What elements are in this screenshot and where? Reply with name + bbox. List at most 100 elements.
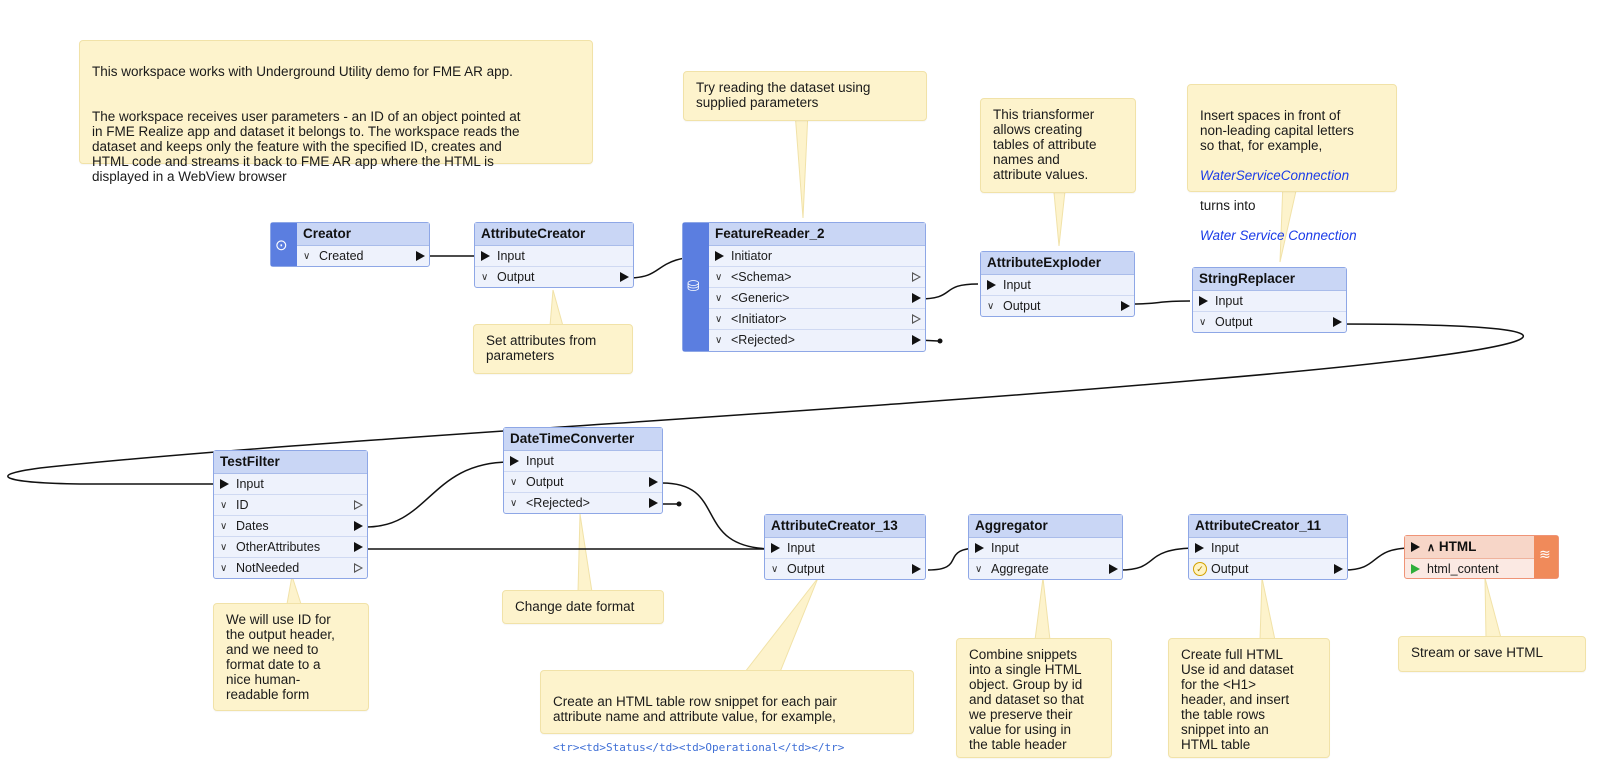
- output-port-arrow-icon[interactable]: [912, 314, 921, 324]
- html-writer-node[interactable]: ≋ ∧ HTML html_content: [1404, 535, 1559, 579]
- feature-type-row[interactable]: html_content: [1405, 559, 1534, 580]
- output-port-arrow-icon[interactable]: [1109, 564, 1118, 574]
- port-label: <Generic>: [731, 291, 790, 305]
- connection: [1127, 300, 1191, 305]
- output-port[interactable]: ∨<Rejected>: [504, 493, 662, 514]
- output-port-arrow-icon[interactable]: [912, 293, 921, 303]
- port-label: <Initiator>: [731, 312, 787, 326]
- test-filter-node[interactable]: TestFilter Input ∨ID ∨Dates ∨OtherAttrib…: [213, 450, 368, 579]
- play-icon[interactable]: [1411, 564, 1420, 574]
- output-port-arrow-icon[interactable]: [354, 521, 363, 531]
- output-port-arrow-icon[interactable]: [354, 563, 363, 573]
- chevron-down-icon: ∨: [303, 251, 311, 262]
- chevron-down-icon: ∨: [715, 293, 723, 304]
- input-port-arrow-icon[interactable]: [987, 280, 996, 290]
- output-port[interactable]: ∨Aggregate: [969, 559, 1122, 580]
- input-port[interactable]: Input: [1189, 538, 1347, 559]
- input-port-arrow-icon[interactable]: [1195, 543, 1204, 553]
- input-port-arrow-icon[interactable]: [1199, 296, 1208, 306]
- node-title: AttributeCreator: [475, 223, 633, 246]
- input-port[interactable]: Input: [765, 538, 925, 559]
- input-port-arrow-icon[interactable]: [220, 479, 229, 489]
- output-port[interactable]: ∨Output: [1193, 312, 1346, 333]
- output-port-arrow-icon[interactable]: [620, 272, 629, 282]
- port-label: Output: [1211, 562, 1249, 576]
- port-label: Input: [991, 541, 1019, 555]
- output-port-arrow-icon[interactable]: [1121, 301, 1130, 311]
- layers-icon: ≋: [1539, 546, 1551, 562]
- output-port[interactable]: ∨Output: [475, 267, 633, 288]
- attribute-creator-13-node[interactable]: AttributeCreator_13 Input ∨Output: [764, 514, 926, 580]
- output-port-arrow-icon[interactable]: [912, 272, 921, 282]
- intro-note: This workspace works with Underground Ut…: [79, 40, 593, 184]
- port-label: OtherAttributes: [236, 540, 321, 554]
- output-port[interactable]: ∨<Initiator>: [709, 309, 925, 330]
- node-title: StringReplacer: [1193, 268, 1346, 291]
- output-port-arrow-icon[interactable]: [416, 251, 425, 261]
- output-port-arrow-icon[interactable]: [1333, 317, 1342, 327]
- output-port-arrow-icon[interactable]: [354, 500, 363, 510]
- input-port[interactable]: Input: [981, 275, 1134, 296]
- string-replacer-node[interactable]: StringReplacer Input ∨Output: [1192, 267, 1347, 333]
- attribute-creator-11-node[interactable]: AttributeCreator_11 Input ✓Output: [1188, 514, 1348, 580]
- input-port-arrow-icon[interactable]: [510, 456, 519, 466]
- output-port-arrow-icon[interactable]: [354, 542, 363, 552]
- input-port-arrow-icon[interactable]: [1411, 542, 1420, 552]
- output-port[interactable]: ∨ID: [214, 495, 367, 516]
- output-port[interactable]: ∨ <Generic>: [709, 288, 925, 309]
- input-port-arrow-icon[interactable]: [481, 251, 490, 261]
- note-html-row-text: Create an HTML table row snippet for eac…: [553, 694, 837, 724]
- input-port[interactable]: Initiator: [709, 246, 925, 267]
- chevron-down-icon: ∨: [987, 301, 995, 312]
- output-port[interactable]: ✓Output: [1189, 559, 1347, 580]
- attribute-creator-node[interactable]: AttributeCreator Input ∨Output: [474, 222, 634, 288]
- output-port[interactable]: ∨Dates: [214, 516, 367, 537]
- note-html-row: Create an HTML table row snippet for eac…: [540, 670, 914, 754]
- input-port[interactable]: Input: [475, 246, 633, 267]
- connection: [1119, 547, 1199, 571]
- input-port[interactable]: Input: [969, 538, 1122, 559]
- node-title: AttributeCreator_11: [1189, 515, 1347, 538]
- input-port-arrow-icon[interactable]: [771, 543, 780, 553]
- output-port-arrow-icon[interactable]: [1334, 564, 1343, 574]
- input-port[interactable]: Input: [504, 451, 662, 472]
- attribute-exploder-node[interactable]: AttributeExploder Input ∨Output: [980, 251, 1135, 317]
- output-port[interactable]: ∨<Schema>: [709, 267, 925, 288]
- note-pointer: [794, 111, 809, 219]
- node-title: Aggregator: [969, 515, 1122, 538]
- input-port[interactable]: Input: [1193, 291, 1346, 312]
- chevron-down-icon: ∨: [220, 563, 228, 574]
- port-label: Input: [497, 249, 525, 263]
- output-port[interactable]: ∨Output: [504, 472, 662, 493]
- node-title: TestFilter: [214, 451, 367, 474]
- chevron-down-icon: ∨: [715, 272, 723, 283]
- port-label: Output: [497, 270, 535, 284]
- output-port[interactable]: ∨NotNeeded: [214, 558, 367, 579]
- output-port[interactable]: ∨Output: [981, 296, 1134, 317]
- input-port[interactable]: Input: [214, 474, 367, 495]
- input-port-arrow-icon[interactable]: [715, 251, 724, 261]
- output-port[interactable]: ∨Created: [297, 246, 429, 267]
- feature-reader-node[interactable]: ⛁ FeatureReader_2 Initiator ∨<Schema> ∨<…: [682, 222, 926, 352]
- output-port-arrow-icon[interactable]: [912, 335, 921, 345]
- port-label: html_content: [1427, 562, 1499, 576]
- creator-icon: ⊙: [275, 237, 288, 254]
- input-port-arrow-icon[interactable]: [975, 543, 984, 553]
- note-example-before: WaterServiceConnection: [1200, 168, 1350, 183]
- aggregator-node[interactable]: Aggregator Input ∨Aggregate: [968, 514, 1123, 580]
- note-we-will-use: We will use ID for the output header, an…: [213, 603, 369, 711]
- creator-node[interactable]: ⊙ Creator ∨Created: [270, 222, 430, 267]
- output-port-arrow-icon[interactable]: [649, 498, 658, 508]
- chevron-down-icon: ∨: [220, 521, 228, 532]
- creator-side-bar: ⊙: [271, 223, 297, 266]
- output-port[interactable]: ∨Output: [765, 559, 925, 580]
- output-port-arrow-icon[interactable]: [649, 477, 658, 487]
- datetime-converter-node[interactable]: DateTimeConverter Input ∨Output ∨<Reject…: [503, 427, 663, 514]
- output-port-arrow-icon[interactable]: [912, 564, 921, 574]
- output-port[interactable]: ∨<Rejected>: [709, 330, 925, 351]
- note-pointer: [1259, 577, 1276, 641]
- note-insert-spaces-mid: turns into: [1200, 198, 1256, 213]
- output-port[interactable]: ∨OtherAttributes: [214, 537, 367, 558]
- note-pointer: [743, 577, 819, 673]
- collapse-icon[interactable]: ∧: [1427, 542, 1436, 554]
